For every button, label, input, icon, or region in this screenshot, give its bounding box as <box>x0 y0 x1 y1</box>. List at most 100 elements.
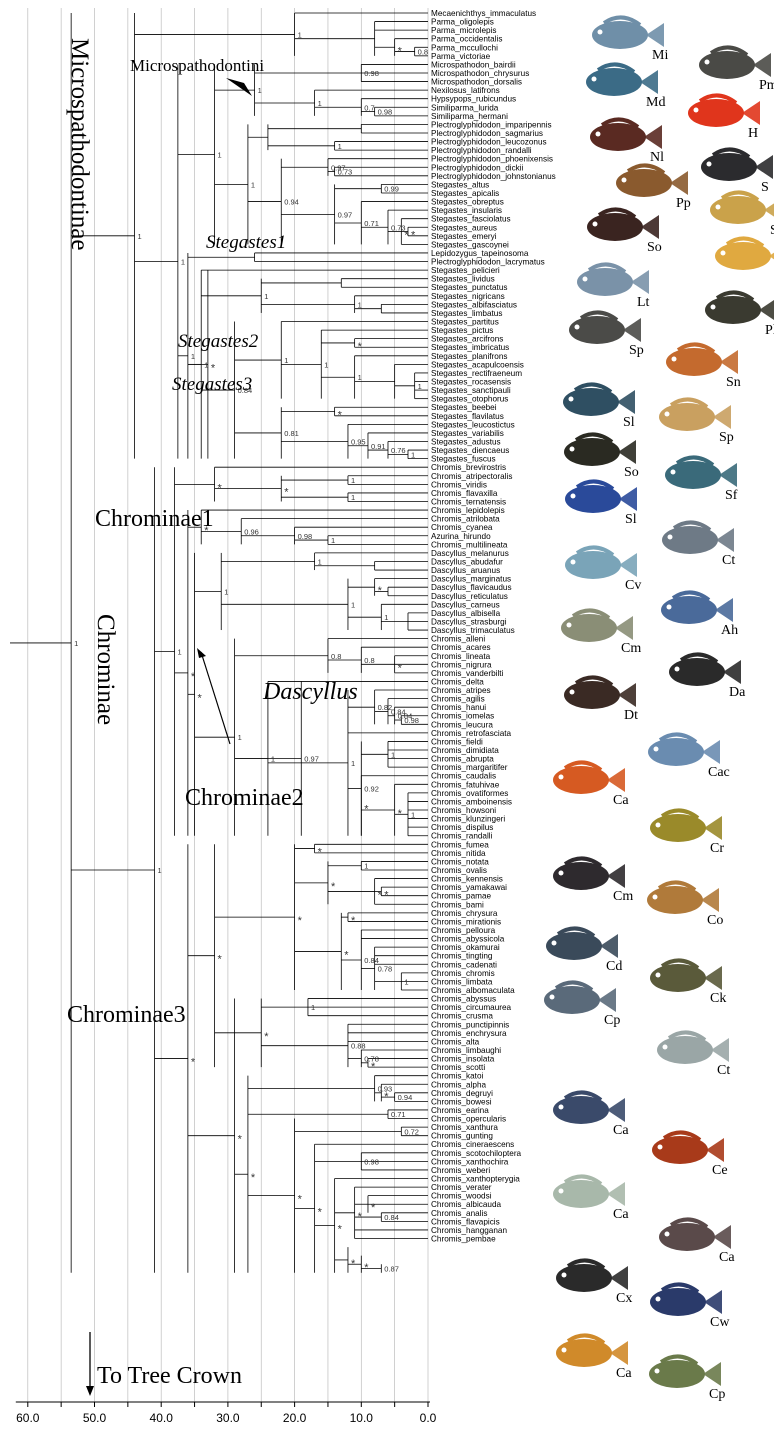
fish-code-label: Sp <box>719 430 734 445</box>
support-value: * <box>351 915 356 927</box>
fish-code-label: Pl <box>765 323 774 338</box>
support-value: * <box>351 1258 356 1270</box>
fish-tail-icon <box>610 1341 628 1365</box>
fish-tail-icon <box>704 966 722 990</box>
fish-tail-icon <box>631 270 649 294</box>
support-value: 1 <box>418 382 422 391</box>
support-value: 0.92 <box>364 785 379 794</box>
fish-tail-icon <box>641 215 659 239</box>
support-value: 1 <box>191 352 195 361</box>
arrowhead-icon <box>86 1386 94 1396</box>
fish-photo: Sp <box>659 399 734 445</box>
support-value: * <box>298 915 303 927</box>
support-value: * <box>384 889 389 901</box>
fish-eye-icon <box>671 470 676 475</box>
fish-tail-icon <box>716 528 734 552</box>
fish-photo: S <box>715 238 774 284</box>
fish-photo: Cx <box>556 1260 632 1306</box>
support-value: 0.76 <box>391 446 406 455</box>
support-value: 0.78 <box>378 965 393 974</box>
support-value: 1 <box>224 587 228 596</box>
support-value: 1 <box>358 300 362 309</box>
support-value: * <box>191 1057 196 1069</box>
fish-eye-icon <box>665 412 670 417</box>
fish-code-label: Nl <box>650 150 664 165</box>
fish-eye-icon <box>571 494 576 499</box>
fish-eye-icon <box>575 325 580 330</box>
fish-photo: Ct <box>657 1032 730 1078</box>
fish-code-label: Sn <box>726 375 741 390</box>
fish-tail-icon <box>701 888 719 912</box>
fish-tail-icon <box>610 1266 628 1290</box>
support-value: * <box>191 671 196 683</box>
fish-photo: Cac <box>648 734 730 780</box>
fish-photo: Cp <box>649 1356 725 1402</box>
fish-code-label: H <box>748 126 758 141</box>
support-value: * <box>338 1224 343 1236</box>
support-value: * <box>404 230 409 242</box>
support-value: 1 <box>331 536 335 545</box>
support-value: * <box>378 889 383 901</box>
fish-tail-icon <box>607 768 625 792</box>
fish-eye-icon <box>562 1273 567 1278</box>
support-value: 1 <box>411 450 415 459</box>
fish-tail-icon <box>600 934 618 958</box>
clade-labels: MicrospathodontinaeChrominaeMicrospathod… <box>66 38 358 1028</box>
axis-tick-label: 0.0 <box>420 1411 437 1425</box>
fish-code-label: Cac <box>708 765 730 780</box>
fish-eye-icon <box>596 132 601 137</box>
time-axis: 60.050.040.030.020.010.00.0 <box>16 1402 437 1425</box>
arrow-icon <box>226 78 252 96</box>
support-value: 0.98 <box>404 716 419 725</box>
support-value: 1 <box>351 493 355 502</box>
fish-photo: Ca <box>659 1219 735 1265</box>
support-value: 1 <box>238 733 242 742</box>
fish-code-label: Ah <box>721 623 738 638</box>
support-value: 1 <box>264 292 268 301</box>
fish-photo: Md <box>586 64 665 110</box>
fish-tail-icon <box>704 816 722 840</box>
fish-photo: Pp <box>616 165 691 211</box>
clade-microspathodontinae: Microspathodontinae <box>66 38 93 250</box>
fish-photo: Sp <box>569 312 644 358</box>
fish-code-label: Ca <box>616 1366 632 1381</box>
support-value: 1 <box>218 150 222 159</box>
clade-stegastes2: Stegastes2 <box>178 331 259 352</box>
fish-eye-icon <box>668 535 673 540</box>
fish-code-label: Pp <box>676 196 691 211</box>
fish-eye-icon <box>622 178 627 183</box>
fish-tail-icon <box>607 864 625 888</box>
support-value: * <box>411 230 416 242</box>
fish-code-label: Ct <box>717 1063 730 1078</box>
fish-code-label: Cm <box>621 641 641 656</box>
fish-photo: Cd <box>546 928 622 974</box>
fish-code-label: Cd <box>606 959 622 974</box>
support-value: 1 <box>364 862 368 871</box>
support-value: 1 <box>324 360 328 369</box>
fish-code-label: Lt <box>637 295 650 310</box>
fish-eye-icon <box>655 1369 660 1374</box>
support-value: 1 <box>158 866 162 875</box>
fish-photo: H <box>688 95 760 141</box>
fish-eye-icon <box>665 1232 670 1237</box>
support-value: * <box>238 1134 243 1146</box>
fish-tail-icon <box>618 440 636 464</box>
fish-photo: Pl <box>705 292 774 338</box>
tip-labels: Mecaenichthys_immaculatusParma_oligolepi… <box>431 9 556 1244</box>
fish-code-label: Cp <box>709 1387 725 1402</box>
fish-eye-icon <box>711 305 716 310</box>
support-value: * <box>218 482 223 494</box>
fish-code-label: S <box>770 223 774 238</box>
fish-code-label: Sp <box>629 343 644 358</box>
fish-tail-icon <box>715 598 733 622</box>
fish-eye-icon <box>658 1145 663 1150</box>
support-value: 1 <box>351 600 355 609</box>
support-value: 1 <box>271 755 275 764</box>
fish-eye-icon <box>667 605 672 610</box>
support-value: 0.88 <box>351 1042 366 1051</box>
fish-code-label: Ce <box>712 1163 728 1178</box>
support-value: 0.94 <box>398 1093 413 1102</box>
fish-photo: Cm <box>553 858 633 904</box>
fish-photo: Sl <box>563 384 635 430</box>
